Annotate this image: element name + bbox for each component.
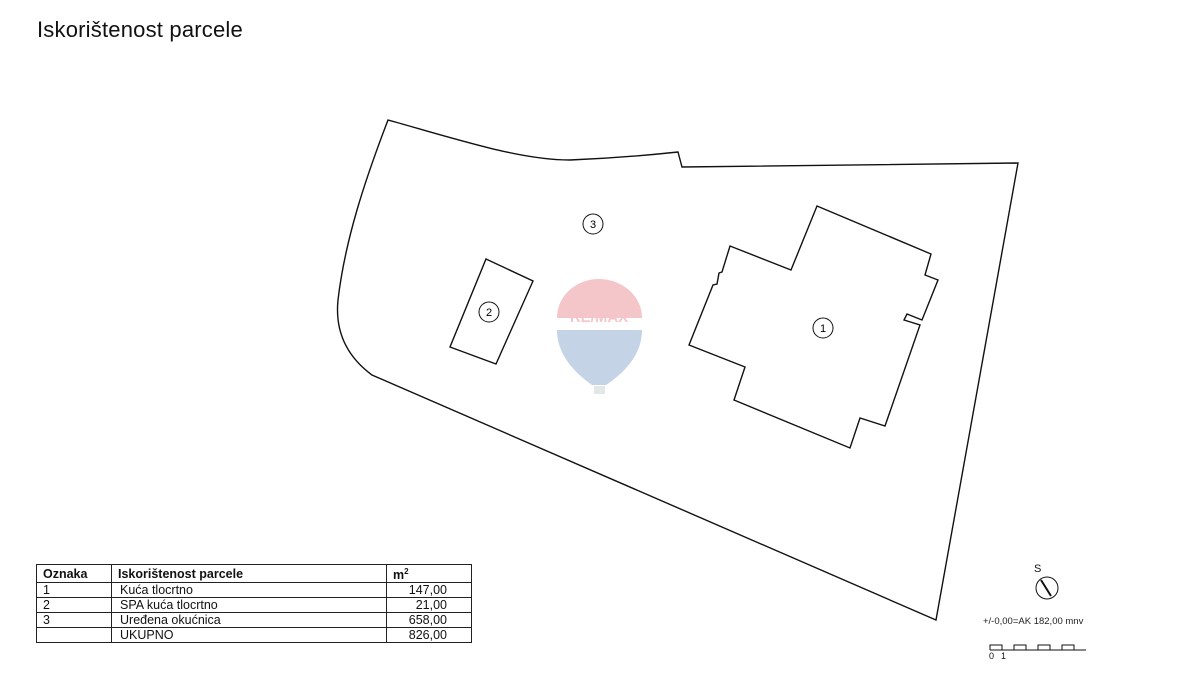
scale-label-0: 0	[989, 651, 995, 661]
elevation-note: +/-0,00=AK 182,00 mnv	[983, 616, 1084, 627]
cell-oznaka	[36, 627, 112, 644]
page-title: Iskorištenost parcele	[37, 17, 243, 42]
svg-text:3: 3	[590, 219, 596, 231]
header-m2: m2	[386, 563, 472, 584]
cell-oznaka: 2	[36, 597, 112, 614]
cell-m2: 658,00	[386, 612, 472, 629]
cell-naziv: SPA kuća tlocrtno	[111, 597, 387, 614]
scale-bar	[989, 644, 1086, 651]
header-m2-base: m	[393, 568, 405, 583]
table-row: 3 Uređena okućnica 658,00	[36, 612, 472, 629]
cell-naziv: Uređena okućnica	[111, 612, 387, 629]
parcel-outline	[336, 119, 1019, 621]
building-1-outline	[688, 205, 939, 449]
label-marker-1: 1	[812, 317, 834, 339]
svg-text:2: 2	[486, 307, 492, 319]
scale-label-1: 1	[1001, 651, 1007, 661]
cell-m2: 826,00	[386, 627, 472, 644]
svg-text:1: 1	[820, 323, 826, 335]
label-marker-2: 2	[478, 301, 500, 323]
table-row: 2 SPA kuća tlocrtno 21,00	[36, 597, 472, 614]
cell-oznaka: 1	[36, 582, 112, 599]
usage-table: Oznaka Iskorištenost parcele m2 1 Kuća t…	[36, 563, 472, 644]
header-m2-sup: 2	[404, 567, 409, 576]
cell-oznaka: 3	[36, 612, 112, 629]
header-oznaka: Oznaka	[36, 563, 112, 584]
watermark-text: RE/MAX	[570, 309, 628, 326]
cell-m2: 21,00	[386, 597, 472, 614]
table-row: 1 Kuća tlocrtno 147,00	[36, 582, 472, 599]
cell-m2: 147,00	[386, 582, 472, 599]
north-arrow-letter: S	[1034, 563, 1042, 575]
table-total-row: UKUPNO 826,00	[36, 627, 472, 644]
label-marker-3: 3	[582, 213, 604, 235]
header-iskoristenost: Iskorištenost parcele	[111, 563, 387, 584]
cell-naziv: Kuća tlocrtno	[111, 582, 387, 599]
cell-naziv: UKUPNO	[111, 627, 387, 644]
building-2-outline	[449, 258, 534, 365]
table-header-row: Oznaka Iskorištenost parcele m2	[36, 563, 472, 584]
north-arrow-icon	[1035, 576, 1059, 600]
remax-watermark: RE/MAX	[557, 279, 642, 394]
